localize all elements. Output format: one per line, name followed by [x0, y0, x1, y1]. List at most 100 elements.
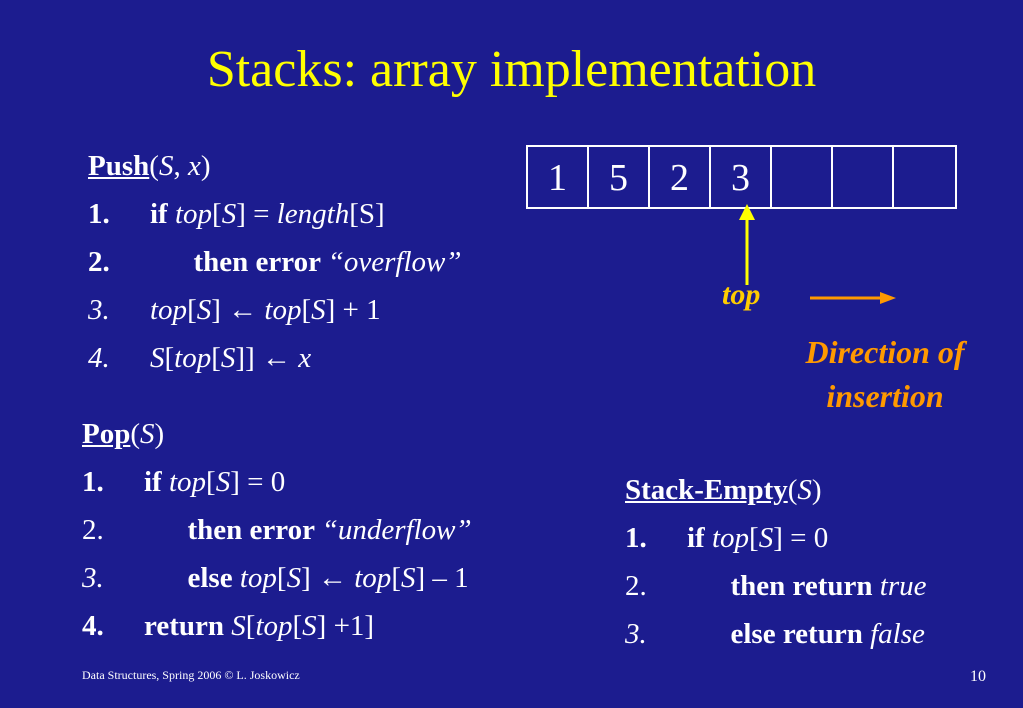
- direction-arrow: [810, 292, 896, 304]
- code-token: [: [749, 522, 759, 554]
- push-line: 2. then error “overflow”: [88, 238, 528, 286]
- code-token: top: [264, 294, 302, 326]
- code-token: ] – 1: [415, 562, 469, 594]
- code-token: ] + 1: [325, 294, 381, 326]
- code-token: S: [150, 342, 165, 374]
- code-token: top: [174, 198, 213, 230]
- code-token: top: [239, 562, 277, 594]
- code-token: top: [150, 294, 188, 326]
- code-token: S: [758, 522, 774, 554]
- code-token: ←: [228, 294, 258, 326]
- code-token: S: [311, 294, 326, 326]
- code-token: length: [276, 198, 350, 230]
- code-token: top: [168, 466, 207, 498]
- arg-x: x: [187, 150, 201, 182]
- code-token: then error: [193, 246, 328, 278]
- array-cell: 5: [589, 147, 650, 207]
- code-token: return: [144, 610, 232, 642]
- top-pointer-arrow: [739, 204, 755, 285]
- code-token: [S]: [349, 198, 385, 230]
- code-token: top: [255, 610, 293, 642]
- push-line: 4.S[top[S]] ← x: [88, 334, 528, 382]
- footer-text: Data Structures, Spring 2006 © L. Joskow…: [82, 668, 300, 682]
- pop-header: Pop(S): [82, 410, 552, 458]
- code-token: ] =: [236, 198, 277, 230]
- code-token: ]: [211, 294, 229, 326]
- stack-empty-line: 1. if top[S] = 0: [625, 514, 1005, 562]
- push-line: 1.if top[S] = length[S]: [88, 190, 528, 238]
- pop-name: Pop: [82, 418, 131, 450]
- pop-line: 2. then error “underflow”: [82, 506, 552, 554]
- pop-line: 3. else top[S] ← top[S] – 1: [82, 554, 552, 602]
- code-token: [: [292, 610, 303, 642]
- direction-label: Direction of insertion: [780, 330, 990, 418]
- slide-title: Stacks: array implementation: [206, 41, 817, 98]
- code-token: S: [286, 562, 302, 594]
- code-token: “overflow”: [327, 246, 462, 278]
- direction-label-line2: insertion: [826, 378, 944, 414]
- push-procedure: Push(S, x) 1.if top[S] = length[S]2. the…: [88, 142, 528, 382]
- array-cell: [772, 147, 833, 207]
- code-token: “underflow”: [321, 514, 472, 546]
- line-number: 3.: [625, 618, 647, 650]
- code-token: top: [711, 522, 750, 554]
- line-number: 1.: [625, 522, 647, 554]
- stack-empty-line: 3. else return false: [625, 610, 1005, 658]
- code-token: [: [245, 610, 256, 642]
- code-token: [: [211, 342, 221, 374]
- stack-empty-name: Stack-Empty: [625, 474, 788, 506]
- line-number: 1.: [88, 198, 110, 230]
- code-token: ←: [261, 342, 291, 374]
- line-number: 3.: [88, 294, 110, 326]
- code-token: then error: [187, 514, 322, 546]
- push-lines: 1.if top[S] = length[S]2. then error “ov…: [88, 190, 528, 382]
- code-token: [: [164, 342, 175, 374]
- pop-line: 1.if top[S] = 0: [82, 458, 552, 506]
- code-token: S: [221, 198, 237, 230]
- code-token: S: [215, 466, 231, 498]
- code-token: [: [187, 294, 197, 326]
- code-token: else: [187, 562, 240, 594]
- code-token: S: [220, 342, 236, 374]
- code-token: if: [687, 522, 712, 554]
- paren-close: ): [811, 474, 822, 506]
- line-number: 4.: [82, 610, 104, 642]
- code-token: ]: [301, 562, 318, 594]
- pop-line: 4.return S[top[S] +1]: [82, 602, 552, 650]
- line-number: 4.: [88, 342, 110, 374]
- code-token: S: [196, 294, 212, 326]
- code-token: [: [301, 294, 312, 326]
- paren-open: (: [787, 474, 798, 506]
- push-line: 3.top[S] ← top[S] + 1: [88, 286, 528, 334]
- line-number: 2.: [88, 246, 110, 278]
- code-token: x: [298, 342, 312, 374]
- code-token: else return: [730, 618, 871, 650]
- code-token: ] = 0: [773, 522, 829, 554]
- line-number: 2.: [625, 570, 647, 602]
- code-token: top: [354, 562, 392, 594]
- code-token: top: [174, 342, 212, 374]
- code-token: S: [400, 562, 416, 594]
- top-pointer-label: top: [722, 278, 761, 311]
- arg-s: S: [158, 150, 174, 182]
- code-token: S: [302, 610, 317, 642]
- code-token: ] +1]: [316, 610, 375, 642]
- code-token: false: [870, 618, 925, 650]
- array-cell: 1: [528, 147, 589, 207]
- line-number: 1.: [82, 466, 104, 498]
- paren-close: ): [200, 150, 211, 182]
- array-cell: [833, 147, 894, 207]
- arg-s: S: [140, 418, 155, 450]
- array-cell: 2: [650, 147, 711, 207]
- line-number: 2.: [82, 514, 104, 546]
- code-token: [: [276, 562, 287, 594]
- line-number: 3.: [82, 562, 104, 594]
- paren-open: (: [130, 418, 141, 450]
- code-token: [: [206, 466, 216, 498]
- code-token: [: [212, 198, 222, 230]
